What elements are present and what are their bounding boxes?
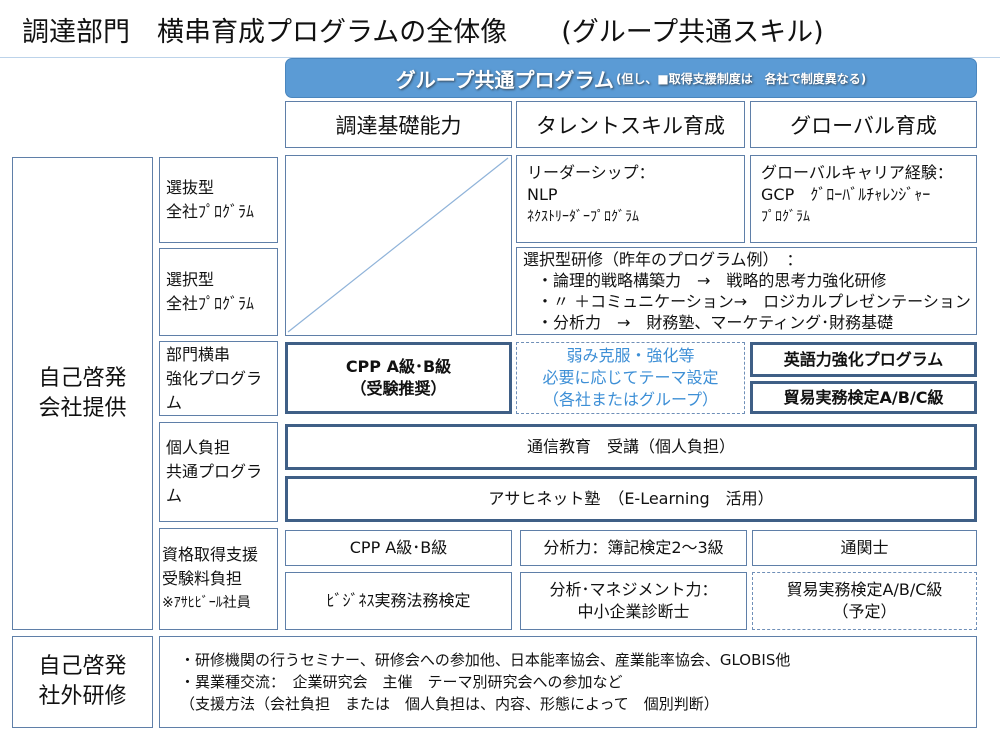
correspondence-course-box: 通信教育 受講（個人負担） — [285, 424, 977, 470]
row-label-department: 部門横串強化プログラム — [159, 341, 278, 416]
text-line: （予定） — [832, 602, 897, 621]
external-training-box: ・研修機関の行うセミナー、研修会への参加他、日本能率協会、産業能率協会、GLOB… — [159, 636, 977, 728]
text-line: ﾌﾟﾛｸﾞﾗﾑ — [761, 209, 810, 225]
title-divider — [0, 57, 1000, 58]
weakness-theme-box: 弱み克服・強化等必要に応じてテーマ設定 （各社またはグループ） — [516, 342, 745, 414]
column-header-global: グローバル育成 — [750, 101, 977, 148]
cpp-recommended-box: CPP A級･B級 （受験推奨） — [285, 342, 512, 414]
self-development-external-group: 自己啓発社外研修 — [12, 636, 153, 728]
group-common-banner: グループ共通プログラム(但し、■取得支援制度は 各社で制度異なる) — [285, 58, 977, 98]
text-line: NLP — [527, 185, 558, 204]
column-header-procurement: 調達基礎能力 — [285, 101, 512, 148]
group-label-line: 自己啓発 — [38, 654, 127, 679]
group-label-line: 会社提供 — [38, 395, 127, 421]
text-line: ・異業種交流： 企業研究会 主催 テーマ別研究会への参加など — [180, 673, 623, 691]
row-label-selected: 選抜型全社ﾌﾟﾛｸﾞﾗﾑ — [159, 157, 278, 243]
text-line: リーダーシップ： — [527, 163, 655, 182]
qual-customs: 通関士 — [752, 530, 977, 566]
text-line: （支援方法（会社負担 または 個人負担は、内容、形態によって 個別判断） — [180, 695, 719, 713]
page-title: 調達部門 横串育成プログラムの全体像 (グループ共通スキル) — [22, 17, 824, 48]
label-line: 部門横串 — [166, 344, 231, 364]
qual-sme-consultant: 分析･マネジメント力： 中小企業診断士 — [520, 572, 747, 630]
text-line: グローバルキャリア経験： — [761, 163, 953, 182]
text-line: CPP A級･B級 — [345, 357, 452, 376]
qual-business-law: ﾋﾞｼﾞﾈｽ実務法務検定 — [285, 572, 512, 630]
label-line: 全社ﾌﾟﾛｸﾞﾗﾑ — [166, 202, 255, 221]
banner-note: (但し、■取得支援制度は 各社で制度異なる) — [615, 71, 867, 86]
text-line: （各社またはグループ） — [542, 390, 719, 409]
label-line: 個人負担 — [166, 438, 231, 457]
text-line: ・〃 ＋コミュニケーション→ ロジカルプレゼンテーション — [537, 292, 971, 311]
column-header-talent: タレントスキル育成 — [516, 101, 745, 148]
banner-title: グループ共通プログラム — [395, 67, 614, 92]
row-label-elective: 選択型全社ﾌﾟﾛｸﾞﾗﾑ — [159, 248, 278, 336]
text-line: GCP ｸﾞﾛｰﾊﾞﾙﾁｬﾚﾝｼﾞｬｰ — [761, 185, 931, 204]
group-label-line: 自己啓発 — [38, 365, 127, 391]
qual-cpp: CPP A級･B級 — [285, 530, 512, 566]
text-line: ・論理的戦略構築力 → 戦略的思考力強化研修 — [537, 271, 887, 290]
label-line: 全社ﾌﾟﾛｸﾞﾗﾑ — [166, 294, 255, 313]
row-label-qualification: 資格取得支援受験料負担 ※ｱｻﾋﾋﾞｰﾙ社員 — [159, 528, 278, 630]
text-line: 選択型研修（昨年のプログラム例） ： — [523, 250, 803, 269]
label-line: 強化プログラム — [166, 368, 263, 412]
label-line: 資格取得支援 — [162, 545, 259, 564]
elective-training-box: 選択型研修（昨年のプログラム例） ： ・論理的戦略構築力 → 戦略的思考力強化研修… — [516, 247, 977, 335]
label-line: 受験料負担 — [162, 569, 243, 588]
empty-diagonal-cell — [285, 155, 512, 336]
qual-bookkeeping: 分析力：簿記検定2～3級 — [520, 530, 747, 566]
text-line: ・分析力 → 財務塾、マーケティング･財務基礎 — [537, 313, 894, 332]
label-line: ※ｱｻﾋﾋﾞｰﾙ社員 — [162, 595, 251, 611]
label-line: 共通プログラム — [166, 462, 263, 505]
row-label-personal: 個人負担共通プログラム — [159, 422, 278, 522]
text-line: ・研修機関の行うセミナー、研修会への参加他、日本能率協会、産業能率協会、GLOB… — [180, 651, 791, 669]
label-line: 選択型 — [166, 270, 215, 289]
qual-trade-planned: 貿易実務検定A/B/C級 （予定） — [752, 572, 977, 630]
text-line: 弱み克服・強化等 — [566, 346, 695, 365]
text-line: 必要に応じてテーマ設定 — [542, 368, 719, 387]
text-line: 中小企業診断士 — [577, 602, 690, 621]
text-line: 貿易実務検定A/B/C級 — [786, 580, 943, 599]
group-label-line: 社外研修 — [38, 684, 127, 709]
elearning-box: アサヒネット塾 （E-Learning 活用） — [285, 476, 977, 522]
diagonal-line — [287, 157, 509, 333]
self-development-company-group: 自己啓発会社提供 — [12, 157, 153, 630]
text-line: 分析･マネジメント力： — [549, 580, 718, 599]
text-line: （受験推奨） — [350, 379, 447, 398]
trade-exam-bold-box: 貿易実務検定A/B/C級 — [750, 381, 977, 414]
english-program-box: 英語力強化プログラム — [750, 342, 977, 377]
global-career-box: グローバルキャリア経験： GCP ｸﾞﾛｰﾊﾞﾙﾁｬﾚﾝｼﾞｬｰ ﾌﾟﾛｸﾞﾗﾑ — [750, 155, 977, 243]
text-line: ﾈｸｽﾄﾘｰﾀﾞｰﾌﾟﾛｸﾞﾗﾑ — [527, 209, 639, 225]
leadership-box: リーダーシップ： NLP ﾈｸｽﾄﾘｰﾀﾞｰﾌﾟﾛｸﾞﾗﾑ — [516, 155, 745, 243]
label-line: 選抜型 — [166, 178, 215, 197]
